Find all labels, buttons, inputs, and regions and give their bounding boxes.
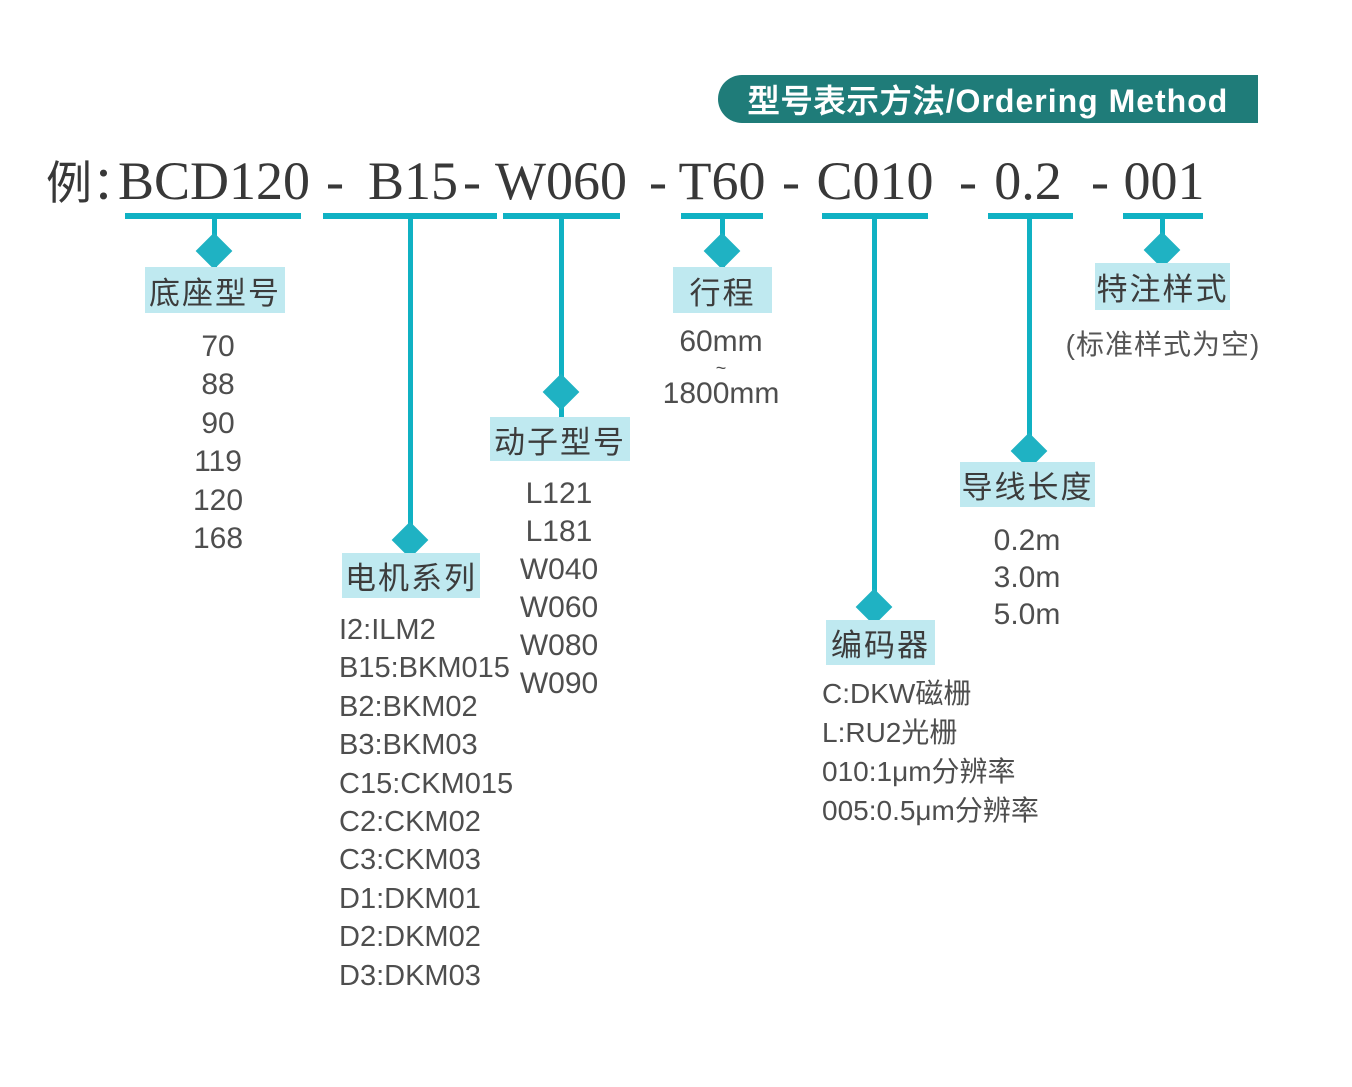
underline-motor <box>323 213 497 219</box>
list-item: 0.2m <box>993 524 1061 557</box>
separator-dash: - <box>959 151 977 211</box>
list-item: C:DKW磁栅 <box>822 678 972 709</box>
list-item: L181 <box>525 515 593 548</box>
segment-code-mover: W060 <box>495 151 627 211</box>
range-tilde: ~ <box>715 358 727 378</box>
example-prefix: 例： <box>46 158 138 209</box>
label-stroke: 行程 <box>673 267 772 313</box>
separator-dash: - <box>782 151 800 211</box>
label-wire-length: 导线长度 <box>960 462 1095 507</box>
underline-encoder <box>822 213 928 219</box>
list-item: 010:1μm分辨率 <box>822 756 1016 787</box>
value-list-base: 70 88 90 119 120 168 <box>193 328 243 558</box>
page-title: 型号表示方法/Ordering Method <box>747 83 1229 119</box>
title-banner: 型号表示方法/Ordering Method <box>718 75 1258 123</box>
connector-line-mover <box>559 218 564 418</box>
list-item: 1800mm <box>662 377 780 410</box>
separator-dash: - <box>649 151 667 211</box>
list-item: D3:DKM03 <box>339 959 481 992</box>
value-list-encoder: C:DKW磁栅 L:RU2光栅 010:1μm分辨率 005:0.5μm分辨率 <box>822 674 1039 830</box>
list-item: L:RU2光栅 <box>822 717 958 748</box>
segment-code-wire: 0.2 <box>994 151 1062 211</box>
list-item: 60mm <box>679 325 763 358</box>
diamond-marker-base <box>195 232 233 270</box>
list-item: 70 <box>201 330 235 363</box>
list-item: 90 <box>201 406 235 440</box>
separator-dash: - <box>1091 151 1109 211</box>
diamond-marker-mover <box>542 373 580 411</box>
list-item: B3:BKM03 <box>339 729 478 762</box>
segment-code-stroke: T60 <box>678 151 766 211</box>
list-item: L121 <box>525 477 593 510</box>
underline-mover <box>503 213 620 219</box>
label-base-model: 底座型号 <box>145 267 285 313</box>
underline-base <box>125 213 301 219</box>
list-item: W040 <box>519 553 599 586</box>
list-item: 119 <box>194 445 242 479</box>
special-style-note: (标准样式为空) <box>1065 329 1261 360</box>
segment-code-special: 001 <box>1123 151 1205 211</box>
label-encoder: 编码器 <box>826 620 935 665</box>
value-list-wire: 0.2m 3.0m 5.0m <box>994 522 1061 633</box>
separator-dash: - <box>463 151 481 211</box>
segment-code-encoder: C010 <box>816 151 934 211</box>
list-item: D1:DKM01 <box>339 882 481 915</box>
diamond-marker-stroke <box>703 232 741 270</box>
label-motor-series: 电机系列 <box>342 553 480 598</box>
value-list-stroke: 60mm ~ 1800mm <box>663 324 780 412</box>
list-item: B2:BKM02 <box>339 690 478 723</box>
underline-wire <box>988 213 1073 219</box>
label-mover-model: 动子型号 <box>490 417 630 461</box>
list-item: C3:CKM03 <box>339 844 481 877</box>
separator-dash: - <box>326 151 344 211</box>
list-item: 168 <box>192 522 244 556</box>
underline-stroke <box>681 213 763 219</box>
list-item: 3.0m <box>993 561 1061 594</box>
underline-special <box>1123 213 1203 219</box>
connector-line-wire <box>1027 218 1032 464</box>
list-item: W090 <box>519 667 599 700</box>
list-item: D2:DKM02 <box>339 921 481 954</box>
list-item: W080 <box>519 629 599 662</box>
segment-code-motor: B15 <box>367 151 459 211</box>
list-item: C2:CKM02 <box>339 806 481 839</box>
connector-line-encoder <box>872 218 877 622</box>
list-item: C15:CKM015 <box>339 767 514 800</box>
label-special-style: 特注样式 <box>1095 263 1230 310</box>
list-item: 5.0m <box>993 598 1061 631</box>
list-item: I2:ILM2 <box>339 614 436 646</box>
value-list-mover: L121 L181 W040 W060 W080 W090 <box>520 475 598 703</box>
list-item: 88 <box>201 368 235 402</box>
connector-line-motor <box>408 218 413 554</box>
list-item: W060 <box>519 591 599 624</box>
list-item: 120 <box>192 483 244 517</box>
segment-code-base: BCD120 <box>117 151 311 211</box>
list-item: B15:BKM015 <box>339 652 510 685</box>
list-item: 005:0.5μm分辨率 <box>822 795 1039 826</box>
value-list-motor: I2:ILM2 B15:BKM015 B2:BKM02 B3:BKM03 C15… <box>339 611 513 995</box>
